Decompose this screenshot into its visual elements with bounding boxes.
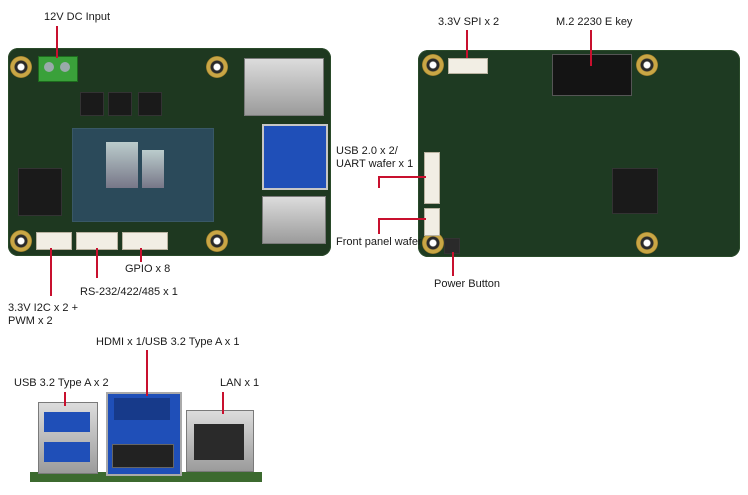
controller-chip (612, 168, 658, 214)
mounting-hole (636, 232, 658, 254)
leader-line (466, 30, 468, 58)
soc-die (106, 142, 138, 188)
leader-line (222, 392, 224, 414)
screw-icon (44, 62, 54, 72)
label-i2c-pwm: 3.3V I2C x 2 + PWM x 2 (8, 302, 79, 327)
label-lan: LAN x 1 (220, 377, 260, 389)
label-usb32: USB 3.2 Type A x 2 (14, 377, 109, 389)
leader-line (378, 176, 426, 178)
usb-port-slot (44, 412, 90, 432)
soc-die (142, 150, 164, 188)
mounting-hole (10, 56, 32, 78)
spi-wafer (448, 58, 488, 74)
label-dc-input: 12V DC Input (44, 11, 111, 23)
front-panel-wafer (424, 208, 440, 236)
label-rs232: RS-232/422/485 x 1 (80, 286, 178, 298)
leader-line (56, 26, 58, 58)
screw-icon (60, 62, 70, 72)
label-gpio: GPIO x 8 (125, 263, 171, 275)
usb-hdmi-stack (262, 124, 328, 190)
label-power-button: Power Button (434, 278, 501, 290)
i2c-pwm-wafer (36, 232, 72, 250)
mounting-hole (422, 54, 444, 76)
gpio-wafer (122, 232, 168, 250)
usb-side-port (262, 196, 326, 244)
label-usb-uart: USB 2.0 x 2/ UART wafer x 1 (336, 145, 414, 170)
mounting-hole (10, 230, 32, 252)
m2-slot (552, 54, 632, 96)
label-spi: 3.3V SPI x 2 (438, 16, 500, 28)
leader-line (452, 252, 454, 276)
leader-line (378, 218, 380, 234)
leader-line (146, 350, 148, 396)
lan-port-opening (194, 424, 244, 460)
inductor (80, 92, 104, 116)
mounting-hole (422, 232, 444, 254)
inductor (108, 92, 132, 116)
leader-line (96, 248, 98, 278)
leader-line (140, 248, 142, 262)
leader-line (378, 176, 380, 188)
leader-line (50, 248, 52, 296)
memory-chip (18, 168, 62, 216)
leader-line (378, 218, 426, 220)
ethernet-jack (244, 58, 324, 116)
usb-port-slot (44, 442, 90, 462)
label-hdmi-usb: HDMI x 1/USB 3.2 Type A x 1 (96, 336, 240, 348)
leader-line (64, 392, 66, 406)
hdmi-port (112, 444, 174, 468)
mounting-hole (206, 56, 228, 78)
label-m2: M.2 2230 E key (556, 16, 633, 28)
leader-line (590, 30, 592, 66)
label-front-panel: Front panel wafer (336, 236, 422, 248)
mounting-hole (206, 230, 228, 252)
usb-uart-wafer (424, 152, 440, 204)
inductor (138, 92, 162, 116)
usb-port-slot (114, 398, 170, 420)
mounting-hole (636, 54, 658, 76)
io-pcb-strip (30, 472, 262, 482)
